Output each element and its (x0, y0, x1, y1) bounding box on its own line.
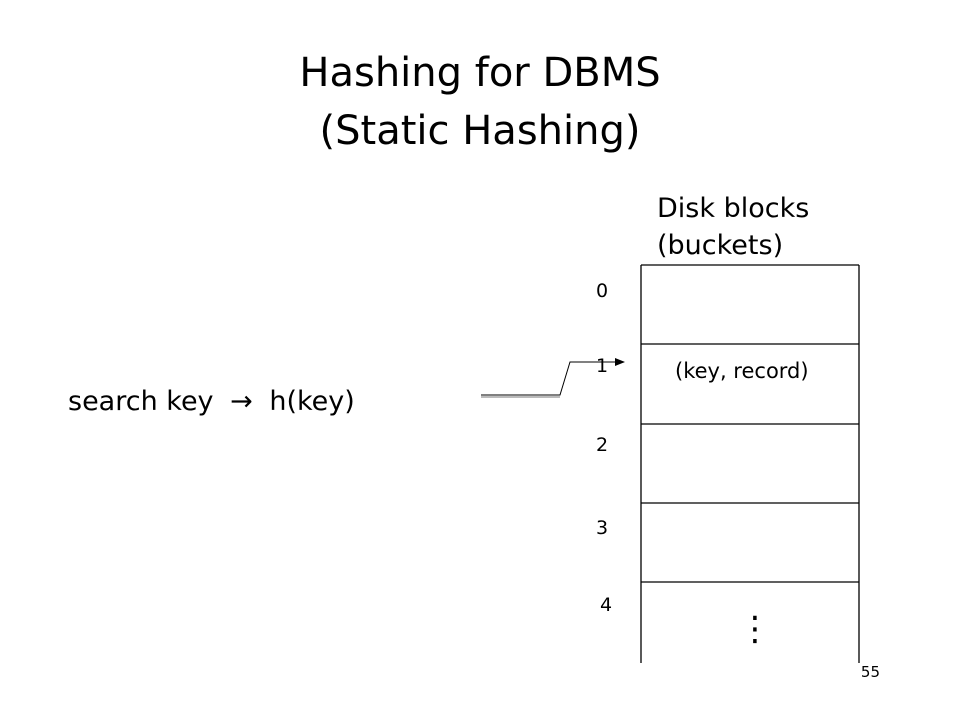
slide-title-line2: (Static Hashing) (319, 108, 641, 154)
maps-to-arrow-icon: → (230, 386, 253, 417)
search-key-text: search key (68, 386, 214, 417)
slide-title-line1: Hashing for DBMS (299, 50, 661, 96)
search-key-expression: search key → h(key) (68, 384, 355, 420)
bucket-index-1: 1 (596, 355, 609, 377)
hash-pointer-arrow (481, 358, 625, 396)
bucket-index-3: 3 (596, 517, 609, 539)
buckets-label: (buckets) (657, 230, 784, 261)
hash-function-text: h(key) (269, 386, 355, 417)
bucket-column (640, 264, 860, 663)
bucket-1-entry: (key, record) (675, 359, 809, 383)
bucket-index-2: 2 (596, 434, 609, 456)
slide-page-number: 55 (860, 663, 880, 681)
disk-blocks-label: Disk blocks (657, 193, 810, 224)
more-buckets-ellipsis-icon: ⋮ (738, 609, 772, 649)
bucket-index-0: 0 (596, 280, 609, 302)
bucket-index-4: 4 (600, 594, 613, 616)
